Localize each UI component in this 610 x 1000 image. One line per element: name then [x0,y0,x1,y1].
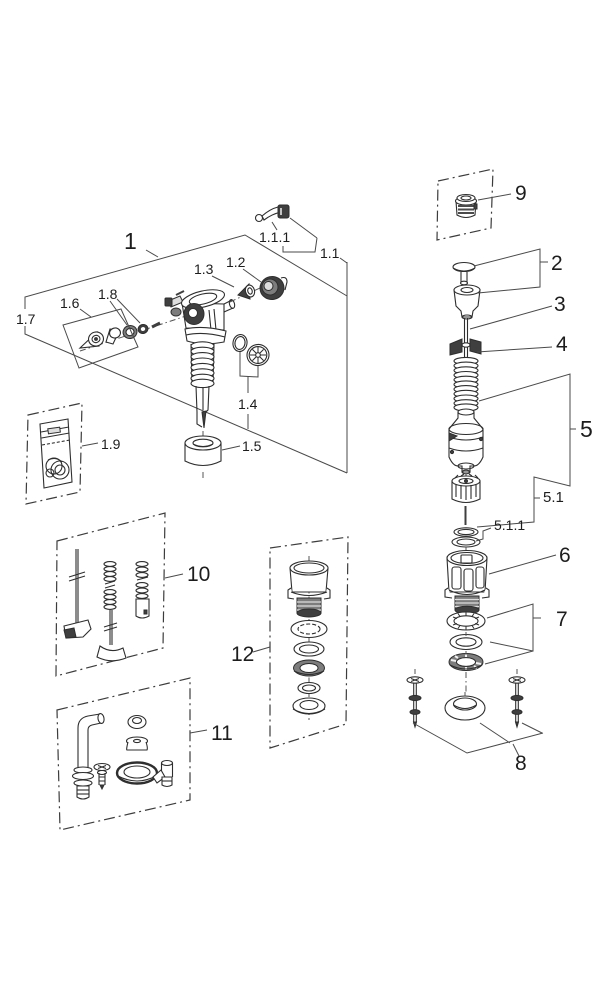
callout-4: 4 [556,333,568,356]
callout-1-7: 1.7 [16,311,36,327]
fixing-screw-left [406,669,424,729]
callout-lines-7 [484,603,541,665]
callout-lines-5 [475,373,576,542]
callout-5-1-1: 5.1.1 [494,517,525,533]
callout-7: 7 [556,608,568,631]
callout-5-1: 5.1 [543,489,564,506]
callout-12: 12 [231,643,254,666]
callout-1-2: 1.2 [226,254,246,270]
shank-cup [184,435,241,480]
callout-1-6: 1.6 [60,295,80,311]
callout-11: 11 [211,722,233,745]
callout-lines-2-3-4 [469,248,553,353]
callout-10: 10 [187,563,210,586]
callout-1-1-1: 1.1.1 [259,229,290,245]
flush-clip-part [254,204,290,223]
fixing-screw-right [508,669,526,729]
piston-washer-stack [290,619,328,715]
fill-valve-body [164,289,236,437]
washer-set [446,611,486,692]
callout-lines-1-4 [239,352,259,429]
connection-kit-box [56,677,208,831]
valve-spring [453,356,479,412]
callout-1-1: 1.1 [320,245,340,261]
callout-1: 1 [124,228,137,254]
callout-1-5: 1.5 [242,438,262,454]
wing-nut [449,338,482,356]
callout-1-3: 1.3 [194,261,214,277]
callout-9: 9 [515,182,527,205]
callout-5: 5 [580,416,593,442]
callout-1-9: 1.9 [101,436,121,452]
outlet-cage [444,547,557,615]
group1-callout-lines [62,268,262,369]
drum-part [259,275,288,301]
piston-body [448,408,484,478]
callout-8: 8 [515,752,527,775]
rod-kit-box [55,512,184,677]
oring-and-filter [232,333,270,367]
callout-1-4: 1.4 [238,396,258,412]
ribbed-rod [96,561,127,662]
button-sleeve [453,284,481,320]
piston-kit-box [252,536,349,749]
piston-cup [287,560,331,618]
callout-1-8: 1.8 [98,286,118,302]
callout-lines-8 [412,722,544,757]
castellated-nut [451,473,481,525]
push-rivet [93,762,111,791]
callout-lines-1-1 [271,217,318,253]
seal-kit-box [25,402,99,505]
angle-connector [152,759,174,788]
small-washers [451,527,481,548]
short-ribbed-tube [135,561,150,619]
button-kit-box [436,168,512,241]
cone-seal-part [229,282,261,303]
push-button-pin [452,261,476,286]
tank-seal-ring [444,692,486,721]
bent-pipe [71,712,105,800]
actuating-rod [463,318,469,360]
inlet-parts-row [78,315,187,352]
group1-sheet-outline [24,234,348,474]
callout-2: 2 [551,252,563,275]
callout-3: 3 [554,293,566,316]
callout-6: 6 [559,544,571,567]
